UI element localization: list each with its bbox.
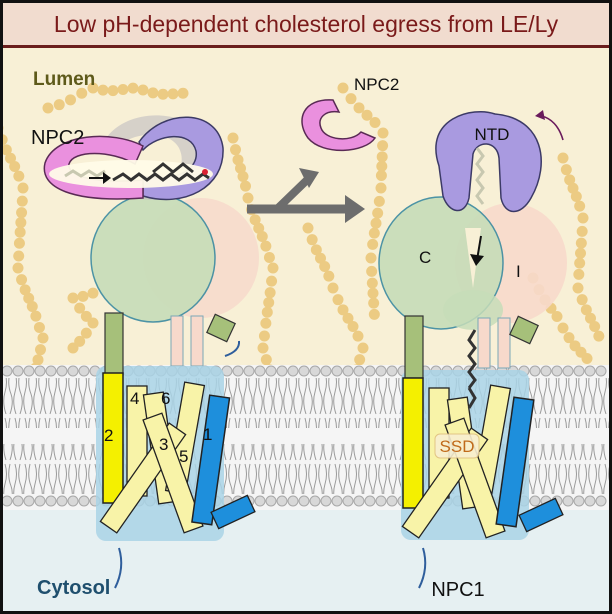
ntd-label: NTD [475, 125, 510, 144]
transfer-arrow-icon [247, 168, 365, 223]
helix-label-1: 1 [203, 425, 212, 444]
figure-title: Low pH-dependent cholesterol egress from… [53, 10, 559, 37]
helix-label-5: 5 [179, 447, 188, 466]
npc1-label: NPC1 [431, 579, 484, 601]
npc2-ntd-complex-left [43, 115, 224, 201]
cytosol-label: Cytosol [37, 577, 110, 599]
helix-2-right [402, 377, 424, 509]
lumen-label: Lumen [33, 69, 95, 90]
ssd-label: SSD [440, 437, 475, 456]
ntd-right: NTD [435, 110, 542, 266]
helix-label-6: 6 [161, 389, 170, 408]
helix-1-left [191, 394, 231, 526]
npc2-label-free: NPC2 [354, 75, 399, 94]
domain-i-label: I [516, 262, 521, 281]
npc1-left: 2 4 6 3 5 1 [90, 193, 259, 589]
title-bar: Low pH-dependent cholesterol egress from… [3, 3, 609, 48]
domain-c-label: C [419, 248, 431, 267]
helix-label-2: 2 [104, 426, 113, 445]
cholesterol-molecule-icon [112, 162, 210, 182]
diagram-canvas: 2 4 6 3 5 1 [3, 69, 609, 611]
cholesterol-molecule-icon [467, 329, 477, 409]
npc1-right: SSD [378, 196, 567, 589]
helix-label-3: 3 [159, 435, 168, 454]
npc2-label-left: NPC2 [31, 127, 84, 149]
npc2-free [301, 99, 377, 152]
middle-domain-c-left [90, 193, 216, 323]
helix-label-4: 4 [130, 389, 139, 408]
rotation-arrow-icon [535, 110, 564, 141]
helix-1-right [495, 396, 535, 528]
